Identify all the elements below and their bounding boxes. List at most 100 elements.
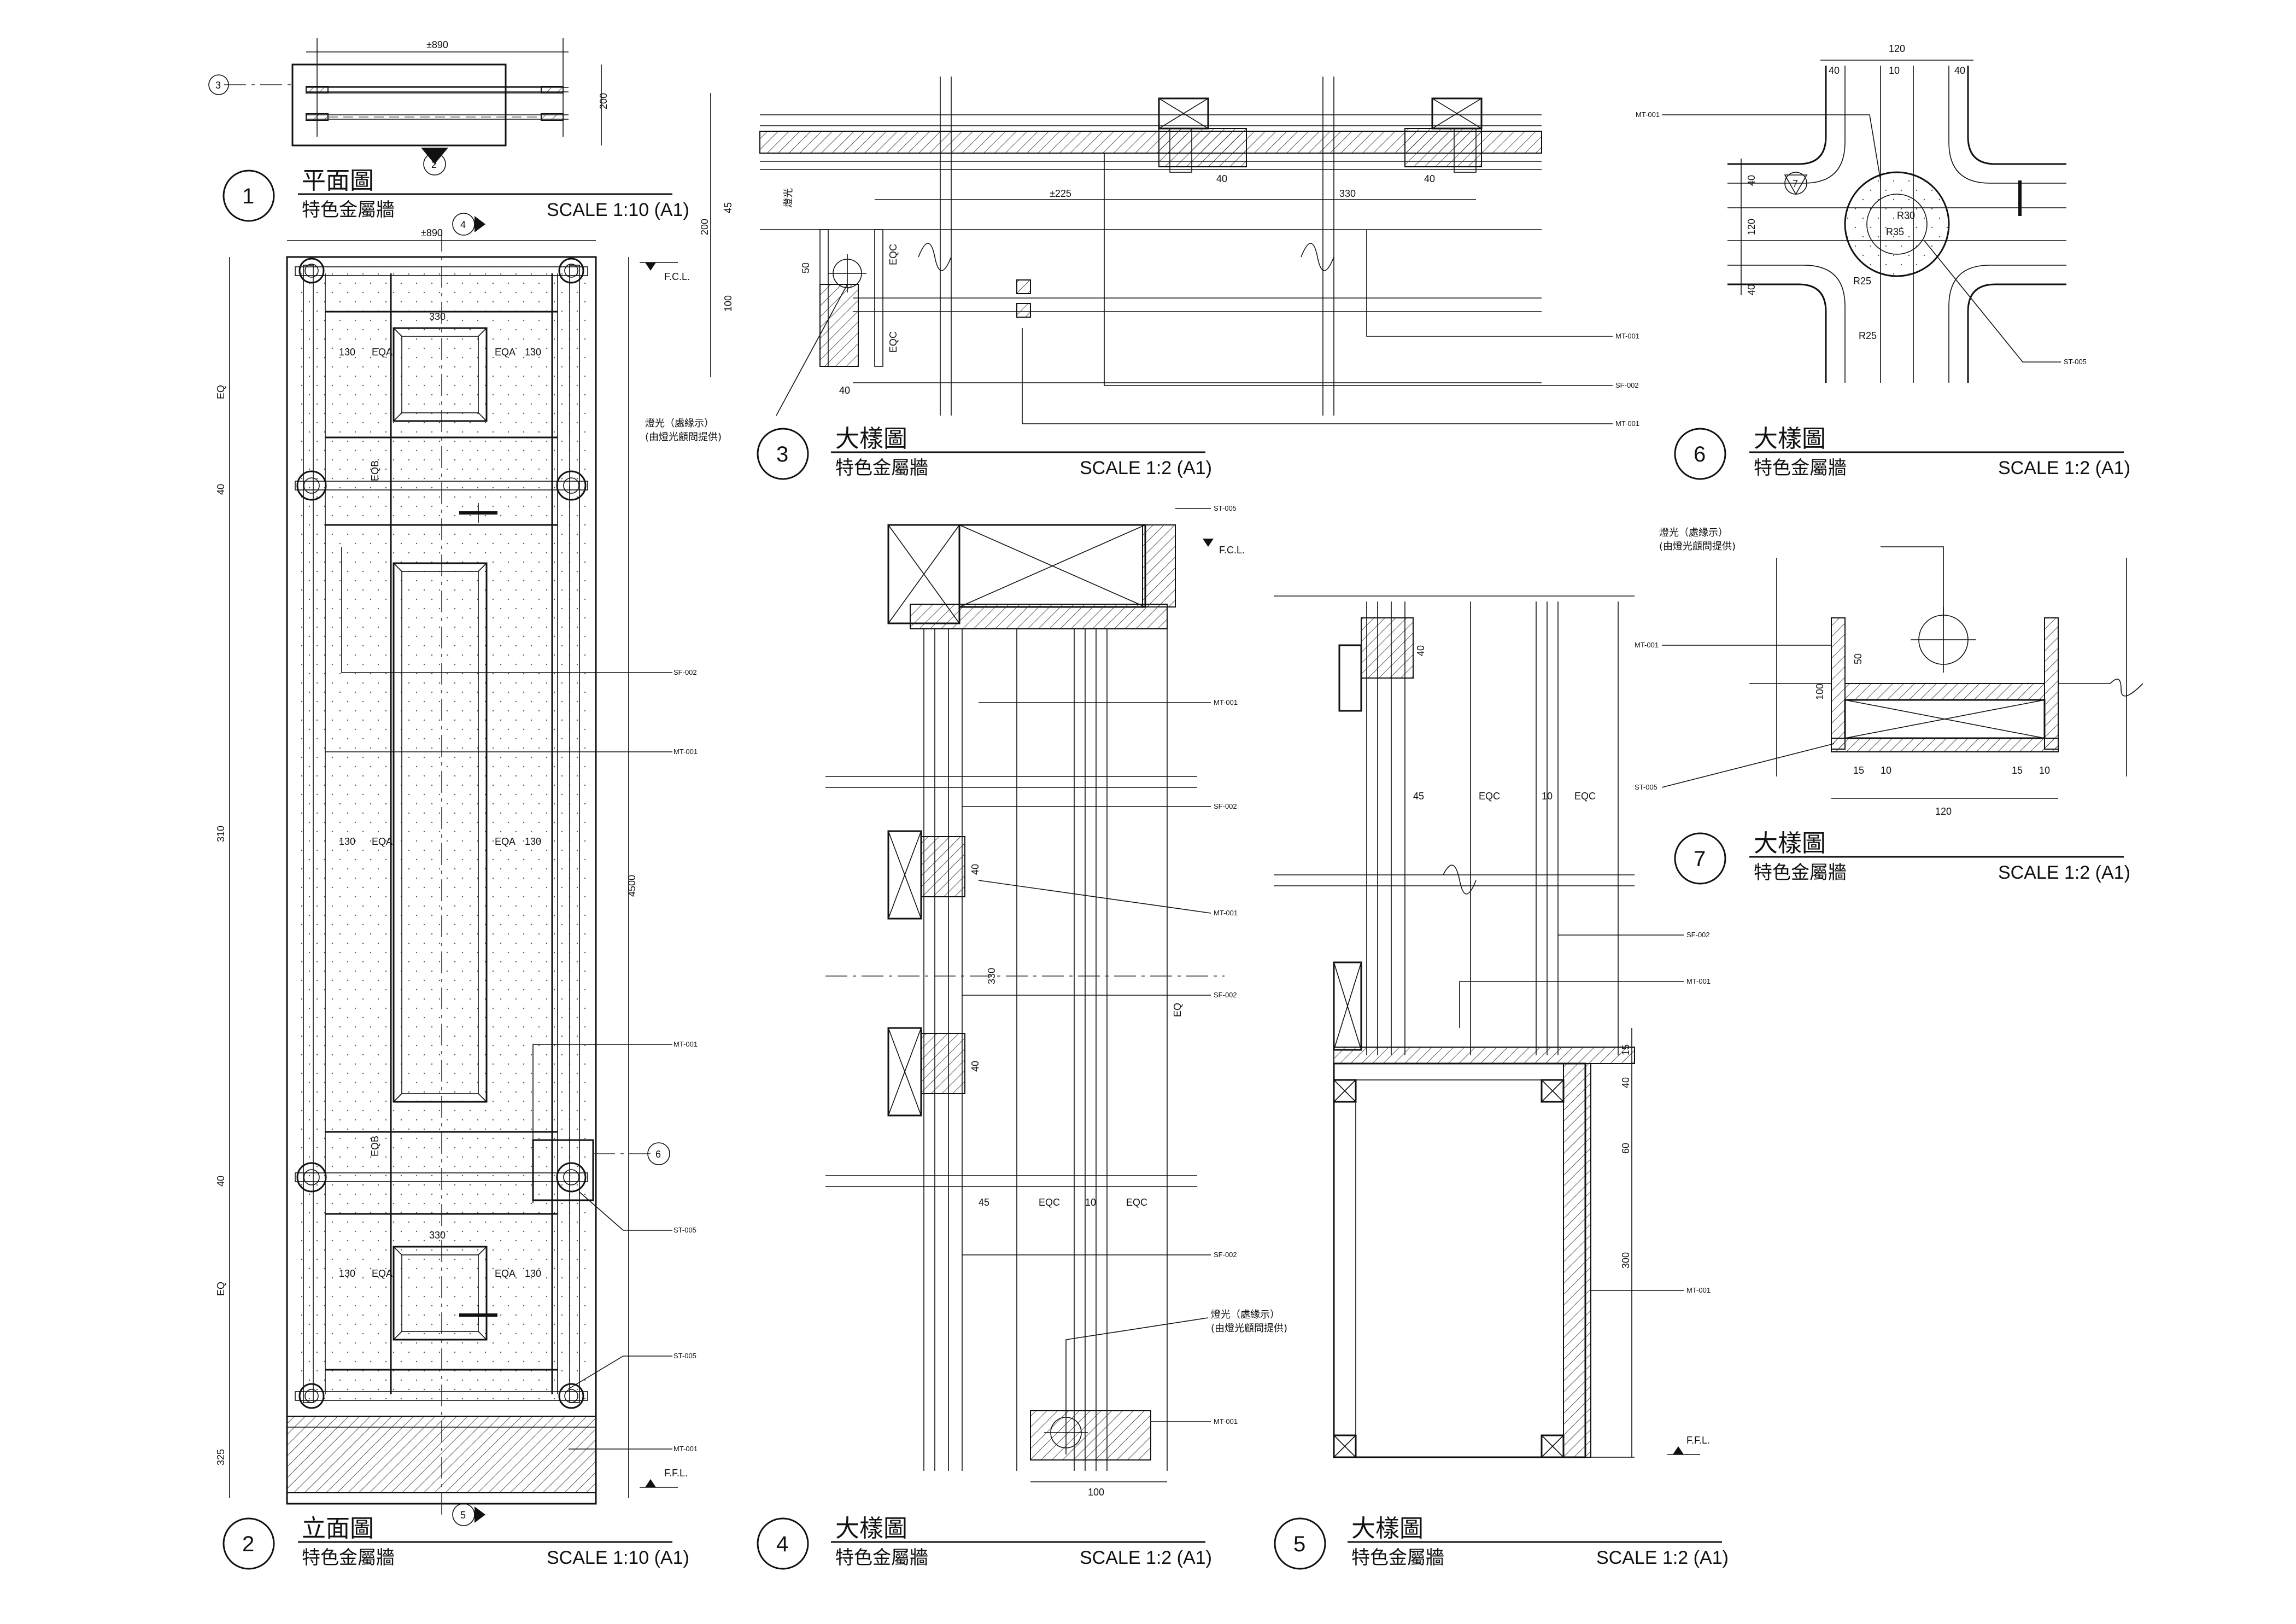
view-subtitle: 特色金屬牆: [1754, 457, 1847, 479]
view-title: 大樣圖: [1754, 425, 1826, 453]
svg-text:10: 10: [1085, 1197, 1096, 1208]
svg-text:130: 130: [339, 836, 355, 847]
view-number: 5: [1293, 1532, 1305, 1556]
svg-text:MT-001: MT-001: [1686, 977, 1711, 985]
view-3-detail: 200 45 100 50 40 EQC EQC ±225 330 40 40 …: [645, 77, 1639, 443]
view-7-detail: 120 100 50 15 10 15 10 燈光（處緣示） (由燈光顧問提供)…: [1635, 527, 2143, 817]
material-tag: MT-001: [673, 1040, 698, 1048]
svg-text:R25: R25: [1859, 330, 1877, 341]
view-5-detail: 45 EQC 10 EQC 40 15 40 60 300 F.F.L. SF-…: [1274, 595, 1711, 1458]
svg-text:40: 40: [970, 1061, 981, 1072]
svg-text:MT-001: MT-001: [1686, 1286, 1711, 1294]
view-number: 2: [242, 1532, 254, 1556]
svg-text:燈光: 燈光: [783, 188, 794, 208]
svg-text:MT-001: MT-001: [1615, 419, 1639, 428]
section-mark-5: 5: [460, 1510, 466, 1521]
svg-text:310: 310: [215, 826, 226, 842]
svg-text:130: 130: [339, 347, 355, 358]
svg-text:40: 40: [1415, 645, 1426, 656]
svg-text:EQA: EQA: [372, 836, 393, 847]
svg-text:R30: R30: [1897, 210, 1915, 221]
svg-text:EQC: EQC: [888, 244, 899, 265]
view-subtitle: 特色金屬牆: [1351, 1547, 1444, 1569]
svg-text:130: 130: [525, 1268, 541, 1279]
svg-text:MT-001: MT-001: [1636, 110, 1660, 119]
svg-text:120: 120: [1935, 806, 1952, 817]
svg-text:SF-002: SF-002: [1214, 991, 1237, 999]
view-subtitle: 特色金屬牆: [835, 457, 928, 479]
svg-text:MT-001: MT-001: [1635, 641, 1659, 649]
view-scale: SCALE 1:2 (A1): [1080, 1547, 1212, 1568]
svg-text:F.F.L.: F.F.L.: [1686, 1435, 1710, 1446]
svg-text:300: 300: [1620, 1252, 1631, 1269]
svg-text:330: 330: [429, 311, 446, 322]
svg-text:100: 100: [1814, 684, 1825, 700]
svg-text:15: 15: [1620, 1044, 1631, 1055]
svg-text:40: 40: [839, 385, 850, 396]
svg-text:40: 40: [215, 484, 226, 495]
svg-text:10: 10: [2039, 765, 2050, 776]
material-tag: ST-005: [673, 1352, 696, 1360]
svg-text:F.C.L.: F.C.L.: [1219, 545, 1245, 556]
material-tag: MT-001: [673, 747, 698, 756]
view-number: 3: [776, 442, 788, 466]
title-block-7: 7 大樣圖 特色金屬牆 SCALE 1:2 (A1): [1674, 829, 2130, 885]
svg-text:40: 40: [1746, 284, 1757, 295]
view-subtitle: 特色金屬牆: [302, 1547, 395, 1569]
section-mark-4: 4: [460, 219, 466, 230]
view-number: 1: [242, 184, 254, 208]
svg-text:EQA: EQA: [495, 1268, 516, 1279]
view-scale: SCALE 1:2 (A1): [1998, 862, 2130, 883]
level-fcl: F.C.L.: [664, 271, 690, 282]
view-scale: SCALE 1:2 (A1): [1998, 458, 2130, 478]
svg-text:15: 15: [2012, 765, 2023, 776]
svg-text:10: 10: [1542, 791, 1553, 802]
view-1-plan: ±890 200 3 2: [208, 38, 609, 176]
svg-text:40: 40: [215, 1176, 226, 1187]
svg-text:(由燈光顧問提供): (由燈光顧問提供): [1211, 1323, 1287, 1334]
svg-text:EQA: EQA: [495, 836, 516, 847]
svg-text:130: 130: [525, 836, 541, 847]
svg-text:燈光（處緣示）: 燈光（處緣示）: [1211, 1309, 1280, 1321]
svg-text:SF-002: SF-002: [1615, 381, 1639, 389]
dim-depth: 200: [598, 93, 609, 109]
svg-text:R25: R25: [1853, 276, 1871, 287]
view-subtitle: 特色金屬牆: [835, 1547, 928, 1569]
svg-text:60: 60: [1620, 1143, 1631, 1154]
svg-text:EQC: EQC: [1126, 1197, 1147, 1208]
view-2-elevation: EQ 40 310 40 EQ 325 4500 ±890 130 EQA EQ…: [215, 213, 698, 1526]
svg-text:130: 130: [339, 1268, 355, 1279]
view-title: 平面圖: [302, 167, 374, 195]
svg-text:EQC: EQC: [1039, 1197, 1060, 1208]
view-subtitle: 特色金屬牆: [1754, 862, 1847, 884]
svg-text:130: 130: [525, 347, 541, 358]
level-ffl: F.F.L.: [664, 1468, 688, 1479]
svg-text:SF-002: SF-002: [1686, 931, 1710, 939]
view-title: 立面圖: [302, 1515, 374, 1543]
svg-text:ST-005: ST-005: [2064, 358, 2087, 366]
svg-text:MT-001: MT-001: [1214, 1417, 1238, 1426]
view-title: 大樣圖: [835, 425, 907, 453]
svg-text:燈光（處緣示）: 燈光（處緣示）: [1659, 527, 1728, 539]
section-mark-6: 6: [655, 1149, 661, 1160]
material-tag: SF-002: [673, 668, 697, 676]
section-mark-3: [208, 74, 229, 95]
svg-text:40: 40: [1216, 173, 1227, 184]
view-title: 大樣圖: [835, 1515, 907, 1543]
svg-text:50: 50: [1853, 653, 1864, 664]
svg-text:3: 3: [215, 80, 221, 91]
view-6-detail: 120 40 40 10 R35 R30 R25 R25 40 120 40 7…: [1636, 43, 2087, 383]
title-block-2: 2 立面圖 特色金屬牆 SCALE 1:10 (A1): [222, 1515, 689, 1570]
title-block-4: 4 大樣圖 特色金屬牆 SCALE 1:2 (A1): [757, 1515, 1212, 1570]
svg-text:15: 15: [1853, 765, 1864, 776]
svg-text:45: 45: [723, 202, 734, 213]
view-title: 大樣圖: [1351, 1515, 1424, 1543]
view-scale: SCALE 1:10 (A1): [547, 1547, 689, 1568]
svg-text:ST-005: ST-005: [1635, 783, 1657, 791]
section-arrow-2: [421, 148, 448, 164]
svg-text:(由燈光顧問提供): (由燈光顧問提供): [645, 431, 722, 443]
svg-text:MT-001: MT-001: [1214, 909, 1238, 917]
view-subtitle: 特色金屬牆: [302, 199, 395, 221]
